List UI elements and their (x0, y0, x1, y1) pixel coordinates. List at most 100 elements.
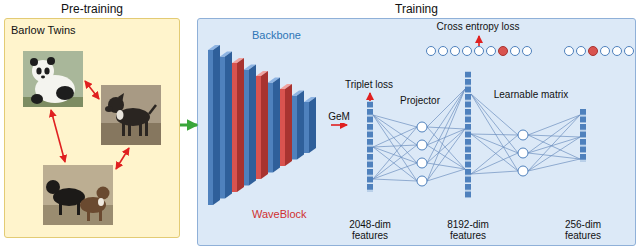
score-dot (589, 47, 598, 56)
waveblock-layer (256, 71, 268, 179)
backbone-stack: BackboneWaveBlock (204, 27, 331, 223)
dog-photo (101, 85, 161, 145)
panda-eye (36, 67, 41, 74)
dog-leg (128, 121, 131, 136)
pair-arrow (116, 148, 129, 169)
score-dot (451, 47, 460, 56)
score-dot (577, 47, 586, 56)
dog-chest (117, 110, 124, 120)
layer-top (256, 71, 268, 76)
photo-ground (23, 51, 83, 107)
panda-body (35, 75, 75, 103)
score-dot (439, 47, 448, 56)
panda-ear (47, 57, 55, 65)
dog-head (108, 97, 124, 113)
pair-arrow (51, 110, 65, 162)
matrix-network: Learnable matrix (491, 87, 571, 197)
score-dot (475, 47, 484, 56)
pretraining-illustration (5, 19, 181, 239)
score-dot (601, 47, 610, 56)
layer-front (232, 63, 237, 192)
waveblock-layer (280, 84, 292, 166)
dog-chest (98, 198, 104, 206)
neuron (518, 148, 528, 158)
backbone-label: Backbone (252, 29, 301, 42)
layer-front (220, 57, 225, 199)
feature-label: 8192-dim features (445, 219, 491, 241)
score-dot (523, 47, 532, 56)
feature-vector-box: 2048-dim features (347, 71, 393, 241)
photo-ground (43, 205, 113, 225)
photo-ground (23, 97, 83, 107)
pair-arrow (85, 81, 99, 99)
panel-title: Training (198, 2, 635, 16)
layer-top (220, 52, 232, 57)
dog-snout (105, 106, 113, 112)
loss-label: Triplet loss (345, 79, 393, 91)
feature-label: 2048-dim features (347, 219, 393, 241)
score-dot (565, 47, 574, 56)
projector-links (373, 89, 465, 181)
pretraining-panel: Pre-trainingBarlow Twins (4, 18, 180, 238)
dog-body (116, 108, 150, 126)
layer-front (244, 70, 249, 186)
conv-layer (220, 52, 232, 199)
backbone-layers (208, 45, 316, 205)
dog-body (80, 197, 106, 213)
score-dot (427, 47, 436, 56)
neuron (417, 140, 427, 150)
group-title: Barlow Twins (11, 24, 76, 37)
layer-side (309, 97, 316, 153)
loss-arrow (478, 36, 480, 46)
feature-vector (367, 102, 373, 192)
panda-arm (56, 86, 74, 100)
layer-side (249, 65, 256, 186)
layer-top (208, 45, 220, 50)
score-dot (625, 47, 634, 56)
layer-side (273, 78, 280, 173)
panda-leg (31, 94, 43, 104)
layer-top (280, 84, 292, 89)
module-label: Learnable matrix (491, 89, 571, 101)
panda-eye (44, 67, 49, 74)
score-dot (499, 47, 508, 56)
conv-layer (292, 91, 304, 160)
layer-top (244, 65, 256, 70)
score-dot (487, 47, 496, 56)
feature-vector-box: 256-dim features (560, 101, 606, 241)
dog-leg (77, 201, 80, 215)
dog-head (97, 187, 110, 200)
feature-vector (465, 72, 471, 200)
class-scores (565, 47, 634, 56)
dog-leg (59, 201, 62, 215)
panda-ear (30, 58, 38, 66)
layer-front (304, 102, 309, 153)
neuron (518, 130, 528, 140)
layer-side (261, 71, 268, 179)
panda-head (32, 60, 54, 82)
layer-side (237, 58, 244, 192)
training-panel: TrainingBackboneWaveBlock2048-dim featur… (197, 18, 636, 246)
layer-top (292, 91, 304, 96)
layer-top (232, 58, 244, 63)
photo-ground (43, 165, 113, 225)
conv-layer (268, 78, 280, 173)
dog-leg (139, 121, 142, 136)
layer-front (256, 76, 261, 179)
waveblock-label: WaveBlock (252, 208, 307, 221)
class-scores (427, 47, 532, 56)
conv-layer (244, 65, 256, 186)
feature-label: 256-dim features (560, 219, 606, 241)
dog-ear (118, 93, 124, 103)
layer-side (297, 91, 304, 160)
layer-side (225, 52, 232, 199)
conv-layer (208, 45, 220, 205)
dog-head (46, 180, 60, 194)
projector-network: Projector (395, 95, 445, 201)
loss-arrow (369, 93, 371, 101)
neuron (417, 176, 427, 186)
layer-top (304, 97, 316, 102)
score-dot (511, 47, 520, 56)
layer-top (268, 78, 280, 83)
neuron (417, 122, 427, 132)
